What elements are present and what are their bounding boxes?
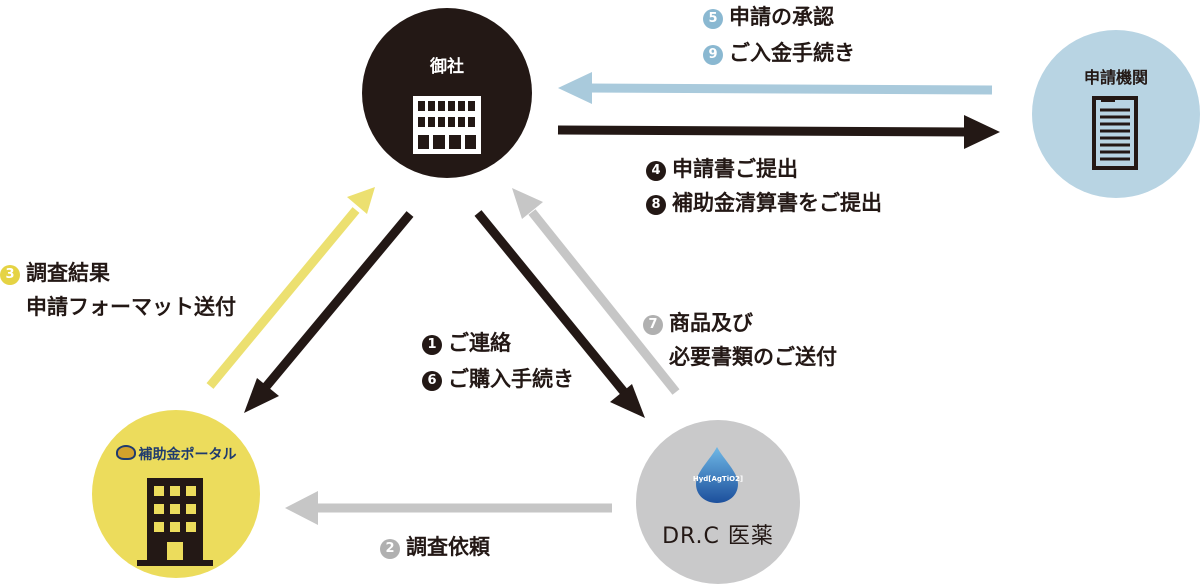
tower-building-icon <box>137 478 213 566</box>
document-stack-icon <box>1092 96 1138 170</box>
arrow-company-to-portal <box>244 211 414 413</box>
step-badge: 8 <box>646 195 666 215</box>
arrow-company-to-agency <box>557 115 1000 149</box>
water-drop-icon <box>696 447 738 503</box>
step-badge: 4 <box>646 161 666 181</box>
step-text: 申請書ご提出 <box>672 157 798 181</box>
step-3-label: 3 調査結果 申請フォーマット送付 <box>0 256 236 324</box>
step-1-label: 1 ご連絡 <box>422 326 511 360</box>
company-label: 御社 <box>430 57 464 77</box>
step-badge: 6 <box>422 371 442 391</box>
drc-label: DR.C 医薬 <box>662 524 774 549</box>
step-badge: 5 <box>703 9 723 29</box>
step-6-label: 6 ご購入手続き <box>422 362 574 396</box>
arrow-portal-to-company <box>206 187 375 389</box>
step-text: 申請の承認 <box>729 5 834 29</box>
step-text-line1: 調査結果 <box>26 261 110 285</box>
step-text: ご購入手続き <box>448 367 574 391</box>
arrow-drc-to-portal <box>285 491 612 525</box>
step-text-line1: 商品及び <box>669 311 753 335</box>
arrow-agency-to-company <box>558 72 993 104</box>
step-5-label: 5 申請の承認 <box>703 0 834 34</box>
step-badge: 2 <box>380 539 400 559</box>
step-text: 補助金清算書をご提出 <box>672 191 882 215</box>
step-text: 調査依頼 <box>406 535 490 559</box>
drc-node: Hyd[AgTiO2] DR.C 医薬 <box>636 420 800 584</box>
step-badge: 3 <box>0 265 20 285</box>
arrow-drc-to-company <box>512 188 680 395</box>
building-icon <box>413 96 481 154</box>
step-9-label: 9 ご入金手続き <box>703 36 855 70</box>
agency-label: 申請機関 <box>1083 68 1148 87</box>
arrow-company-to-drc <box>474 210 645 418</box>
step-text-line2: 必要書類のご送付 <box>669 345 837 369</box>
step-text: ご入金手続き <box>729 41 855 65</box>
drc-logo-text: Hyd[AgTiO2] <box>692 475 744 483</box>
step-8-label: 8 補助金清算書をご提出 <box>646 186 882 220</box>
portal-node: 補助金ポータル <box>92 410 260 578</box>
agency-node: 申請機関 <box>1032 30 1200 198</box>
step-text-line2: 申請フォーマット送付 <box>26 295 236 319</box>
step-7-label: 7 商品及び 必要書類のご送付 <box>643 306 837 374</box>
step-badge: 7 <box>643 315 663 335</box>
step-badge: 1 <box>422 335 442 355</box>
portal-label-text: 補助金ポータル <box>138 447 237 463</box>
portal-label: 補助金ポータル <box>92 444 260 464</box>
step-badge: 9 <box>703 45 723 65</box>
step-text: ご連絡 <box>448 331 511 355</box>
step-2-label: 2 調査依頼 <box>380 530 490 564</box>
portal-logo-icon <box>115 445 136 460</box>
step-4-label: 4 申請書ご提出 <box>646 152 798 186</box>
company-node: 御社 <box>362 8 532 178</box>
